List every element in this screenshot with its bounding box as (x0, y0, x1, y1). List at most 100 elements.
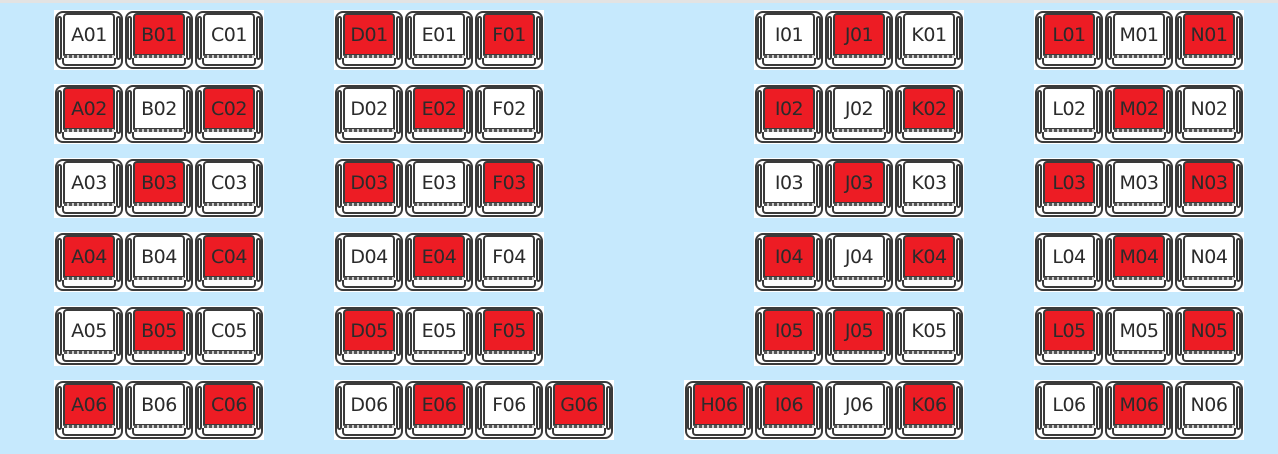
seat-j02[interactable]: J02 (824, 84, 894, 144)
seat-i06[interactable]: I06 (754, 380, 824, 440)
seat-m06[interactable]: M06 (1104, 380, 1174, 440)
seat-f06[interactable]: F06 (474, 380, 544, 440)
seat-c06[interactable]: C06 (194, 380, 264, 440)
seat-label: I03 (774, 171, 804, 194)
seat-i04[interactable]: I04 (754, 232, 824, 292)
armrest-right (256, 386, 261, 430)
seat-a01[interactable]: A01 (54, 10, 124, 70)
armrest-right (186, 238, 191, 282)
seat-d02[interactable]: D02 (334, 84, 404, 144)
seat-l01[interactable]: L01 (1034, 10, 1104, 70)
seat-k02[interactable]: K02 (894, 84, 964, 144)
seat-l02[interactable]: L02 (1034, 84, 1104, 144)
seat-a04[interactable]: A04 (54, 232, 124, 292)
seat-n03[interactable]: N03 (1174, 158, 1244, 218)
seat-k05[interactable]: K05 (894, 306, 964, 366)
seat-label: I02 (774, 97, 804, 120)
seat-a03[interactable]: A03 (54, 158, 124, 218)
seat-m02[interactable]: M02 (1104, 84, 1174, 144)
seat-i03[interactable]: I03 (754, 158, 824, 218)
seat-d05[interactable]: D05 (334, 306, 404, 366)
seat-b02[interactable]: B02 (124, 84, 194, 144)
seat-k03[interactable]: K03 (894, 158, 964, 218)
armrest-left (1177, 312, 1182, 356)
seat-e04[interactable]: E04 (404, 232, 474, 292)
armrest-left (1177, 164, 1182, 208)
seat-j06[interactable]: J06 (824, 380, 894, 440)
seat-edge-stripe (1044, 129, 1094, 132)
seat-i01[interactable]: I01 (754, 10, 824, 70)
seat-m03[interactable]: M03 (1104, 158, 1174, 218)
seat-e03[interactable]: E03 (404, 158, 474, 218)
seat-c03[interactable]: C03 (194, 158, 264, 218)
seat-f05[interactable]: F05 (474, 306, 544, 366)
seat-f02[interactable]: F02 (474, 84, 544, 144)
seat-f03[interactable]: F03 (474, 158, 544, 218)
seat-b01[interactable]: B01 (124, 10, 194, 70)
seat-l04[interactable]: L04 (1034, 232, 1104, 292)
armrest-right (816, 164, 821, 208)
seat-n02[interactable]: N02 (1174, 84, 1244, 144)
seat-g06[interactable]: G06 (544, 380, 614, 440)
seat-label: A02 (71, 97, 107, 120)
seat-label: L06 (1052, 393, 1086, 416)
seat-k04[interactable]: K04 (894, 232, 964, 292)
seat-a05[interactable]: A05 (54, 306, 124, 366)
seat-f01[interactable]: F01 (474, 10, 544, 70)
seat-b04[interactable]: B04 (124, 232, 194, 292)
seat-c05[interactable]: C05 (194, 306, 264, 366)
armrest-right (536, 312, 541, 356)
seat-l03[interactable]: L03 (1034, 158, 1104, 218)
seat-n01[interactable]: N01 (1174, 10, 1244, 70)
seat-d01[interactable]: D01 (334, 10, 404, 70)
seat-edge-stripe (344, 55, 394, 58)
seat-label: E03 (421, 171, 457, 194)
seat-e05[interactable]: E05 (404, 306, 474, 366)
seat-base (902, 354, 956, 362)
seat-d03[interactable]: D03 (334, 158, 404, 218)
seat-a06[interactable]: A06 (54, 380, 124, 440)
seat-label: H06 (700, 393, 738, 416)
seat-i02[interactable]: I02 (754, 84, 824, 144)
seat-c01[interactable]: C01 (194, 10, 264, 70)
seat-cushion (203, 87, 255, 130)
seat-j01[interactable]: J01 (824, 10, 894, 70)
seat-label: J04 (844, 245, 874, 268)
seat-l05[interactable]: L05 (1034, 306, 1104, 366)
seat-b03[interactable]: B03 (124, 158, 194, 218)
seat-j05[interactable]: J05 (824, 306, 894, 366)
seat-i05[interactable]: I05 (754, 306, 824, 366)
seat-a02[interactable]: A02 (54, 84, 124, 144)
seat-h06[interactable]: H06 (684, 380, 754, 440)
seat-m04[interactable]: M04 (1104, 232, 1174, 292)
seat-c02[interactable]: C02 (194, 84, 264, 144)
seat-k06[interactable]: K06 (894, 380, 964, 440)
seat-base (62, 428, 116, 436)
seat-e02[interactable]: E02 (404, 84, 474, 144)
armrest-left (407, 16, 412, 60)
armrest-right (116, 386, 121, 430)
seat-m01[interactable]: M01 (1104, 10, 1174, 70)
seat-c04[interactable]: C04 (194, 232, 264, 292)
seat-j03[interactable]: J03 (824, 158, 894, 218)
seat-f04[interactable]: F04 (474, 232, 544, 292)
seat-e01[interactable]: E01 (404, 10, 474, 70)
seat-base (902, 206, 956, 214)
armrest-left (337, 238, 342, 282)
seat-j04[interactable]: J04 (824, 232, 894, 292)
seat-m05[interactable]: M05 (1104, 306, 1174, 366)
seat-edge-stripe (64, 129, 114, 132)
seat-n05[interactable]: N05 (1174, 306, 1244, 366)
armrest-right (396, 312, 401, 356)
armrest-left (687, 386, 692, 430)
seat-e06[interactable]: E06 (404, 380, 474, 440)
seat-b06[interactable]: B06 (124, 380, 194, 440)
seat-n06[interactable]: N06 (1174, 380, 1244, 440)
seat-d04[interactable]: D04 (334, 232, 404, 292)
seat-k01[interactable]: K01 (894, 10, 964, 70)
seat-d06[interactable]: D06 (334, 380, 404, 440)
seat-b05[interactable]: B05 (124, 306, 194, 366)
seat-l06[interactable]: L06 (1034, 380, 1104, 440)
seat-n04[interactable]: N04 (1174, 232, 1244, 292)
seat-label: B03 (141, 171, 177, 194)
